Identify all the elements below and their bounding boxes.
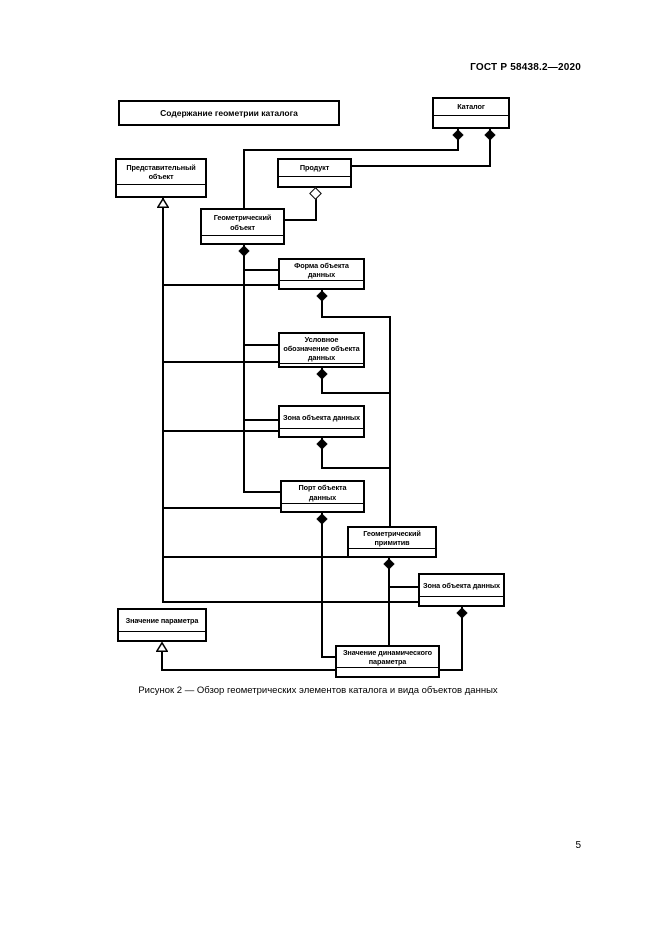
edge-uslovnoe-primitiv-h <box>321 392 390 394</box>
edge-katalog-produkt-v <box>489 129 491 167</box>
composition-diamond-katalog-left <box>452 129 464 141</box>
node-label: Значение динамического параметра <box>342 648 433 667</box>
node-label: Содержание геометрии каталога <box>160 107 298 118</box>
node-attribute-compartment <box>279 176 350 186</box>
edge-forma-primitiv-v <box>321 290 323 318</box>
edge-zona-primitiv-v <box>321 438 323 469</box>
node-label: Геометрический объект <box>213 213 272 232</box>
node-label: Форма объекта данных <box>294 261 349 280</box>
node-port-obekta-dannykh: Порт объекта данных <box>280 480 365 513</box>
edge-port-gen-h <box>162 507 280 509</box>
edge-katalog-produkt-h <box>352 165 491 167</box>
edge-uslovnoe-gen-h <box>162 361 278 363</box>
node-geometricheskiy-primitiv: Геометрический примитив <box>347 526 437 558</box>
node-attribute-compartment <box>117 184 205 196</box>
edge-right-trunk-v <box>389 316 391 526</box>
node-attribute-compartment <box>280 280 363 288</box>
composition-diamond-katalog-right <box>484 129 496 141</box>
composition-diamond-zona <box>316 438 328 450</box>
edge-geomobject-zona-stub <box>243 419 278 421</box>
edge-primitiv-znachdin-v <box>388 558 390 645</box>
composition-diamond-geomobject <box>238 245 250 257</box>
node-label: Условное обозначение объекта данных <box>283 335 360 363</box>
node-label: Продукт <box>299 163 330 173</box>
edge-generalization-trunk-v <box>162 198 164 603</box>
node-znachenie-parametra: Значение параметра <box>117 608 207 642</box>
node-label: Зона объекта данных <box>423 580 500 590</box>
edge-zona2-znachdin-h <box>440 669 463 671</box>
node-label: Представительный объект <box>126 162 196 181</box>
node-attribute-compartment <box>282 503 363 511</box>
document-header: ГОСТ Р 58438.2—2020 <box>470 62 581 73</box>
node-attribute-compartment <box>119 631 205 640</box>
aggregation-diamond-produkt <box>309 187 322 200</box>
node-label: Геометрический примитив <box>363 529 421 548</box>
composition-diamond-zona2 <box>456 607 468 619</box>
edge-port-znachdin-v <box>321 513 323 658</box>
node-label: Каталог <box>457 102 485 112</box>
page-number: 5 <box>575 840 581 851</box>
edge-zona2-znachdin-v <box>461 607 463 671</box>
edge-produkt-geomobject-h <box>285 219 317 221</box>
node-diagram-title: Содержание геометрии каталога <box>118 100 340 126</box>
edge-produkt-geomobject-v <box>315 188 317 221</box>
edge-primitiv-zona2-stub <box>388 586 418 588</box>
composition-diamond-forma <box>316 290 328 302</box>
edge-katalog-geomobject-h <box>243 149 459 151</box>
node-geometricheskiy-obekt: Геометрический объект <box>200 208 285 245</box>
composition-diamond-port <box>316 513 328 525</box>
generalization-arrow-predstavitelnyy <box>156 197 170 208</box>
edge-zona-primitiv-h <box>321 467 390 469</box>
edge-forma-primitiv-h <box>321 316 390 318</box>
edge-uslovnoe-primitiv-v <box>321 368 323 394</box>
node-label: Зона объекта данных <box>283 412 360 422</box>
edge-forma-gen-h <box>162 284 278 286</box>
figure-caption: Рисунок 2 — Обзор геометрических элемент… <box>138 685 498 696</box>
node-attribute-compartment <box>337 667 438 676</box>
node-uslovnoe-oboznachenie: Условное обозначение объекта данных <box>278 332 365 368</box>
edge-katalog-geomobject-v2 <box>243 149 245 208</box>
node-predstavitelnyy-obekt: Представительный объект <box>115 158 207 198</box>
node-zona-obekta-dannykh: Зона объекта данных <box>278 405 365 438</box>
edge-geomobject-port-stub <box>243 491 280 493</box>
edge-zona-gen-h <box>162 430 278 432</box>
edge-geomobject-uslovnoe-stub <box>243 344 278 346</box>
node-attribute-compartment <box>202 235 283 243</box>
edge-port-znachdin-h <box>321 656 335 658</box>
edge-znachdin-znachparam-h <box>161 669 335 671</box>
composition-diamond-primitiv <box>383 558 395 570</box>
edge-geomobject-forma-stub <box>243 269 278 271</box>
node-attribute-compartment <box>434 115 508 127</box>
node-attribute-compartment <box>280 363 363 366</box>
edge-zona2-gen-h <box>162 601 418 603</box>
node-label: Значение параметра <box>125 615 199 625</box>
edge-geomobject-trunk-v <box>243 245 245 493</box>
node-attribute-compartment <box>420 596 503 605</box>
node-attribute-compartment <box>349 548 435 556</box>
node-zona-obekta-dannykh-2: Зона объекта данных <box>418 573 505 607</box>
node-label: Порт объекта данных <box>298 483 347 502</box>
composition-diamond-uslovnoe <box>316 368 328 380</box>
edge-znachdin-znachparam-v <box>161 648 163 671</box>
node-katalog: Каталог <box>432 97 510 129</box>
node-produkt: Продукт <box>277 158 352 188</box>
edge-primitiv-gen-h <box>162 556 347 558</box>
node-znachenie-dinamicheskogo-parametra: Значение динамического параметра <box>335 645 440 678</box>
node-forma-obekta-dannykh: Форма объекта данных <box>278 258 365 290</box>
node-attribute-compartment <box>280 428 363 436</box>
generalization-arrow-znachenie-parametra <box>155 641 169 652</box>
